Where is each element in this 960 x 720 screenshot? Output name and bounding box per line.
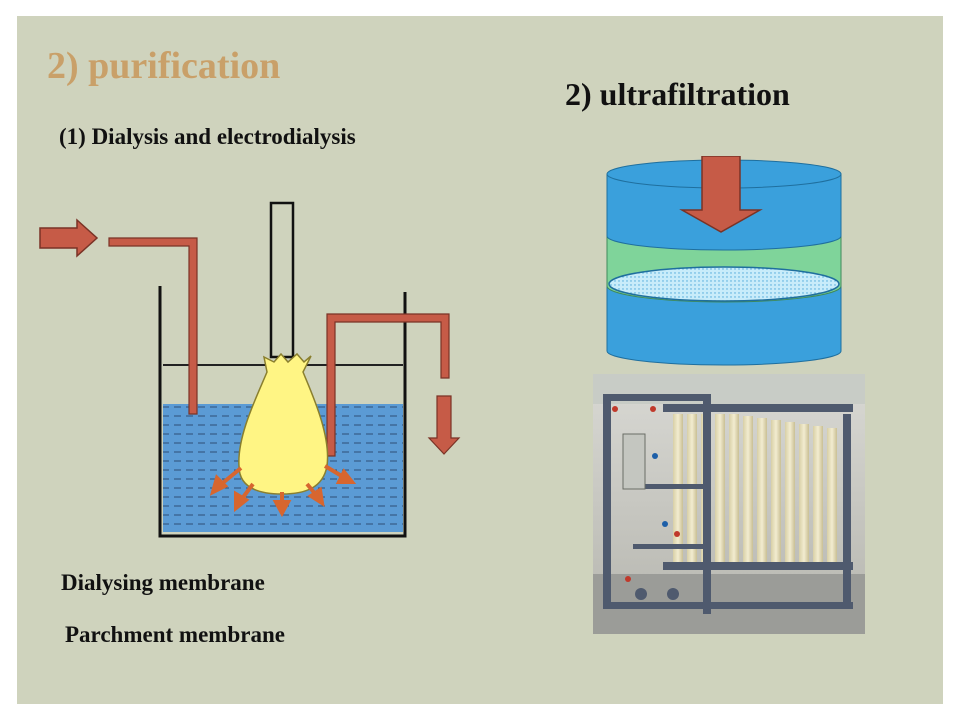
parchment-membrane-label: Parchment membrane	[65, 622, 285, 647]
ultrafiltration-title: 2) ultrafiltration	[565, 76, 790, 112]
glass-tube	[269, 201, 295, 359]
slide: 2) purification (1) Dialysis and electro…	[17, 16, 943, 704]
dialysis-subtitle: (1) Dialysis and electrodialysis	[59, 124, 356, 149]
inlet-arrow	[39, 218, 99, 258]
diffusion-arrows	[209, 464, 357, 518]
outlet-arrow	[427, 395, 461, 455]
dialysis-diagram	[39, 201, 461, 538]
equipment-photo	[593, 374, 865, 634]
ultrafiltration-diagram	[606, 156, 842, 366]
slide-title: 2) purification	[47, 45, 281, 87]
feed-arrow	[679, 156, 763, 233]
beaker	[158, 286, 407, 538]
inlet-pipe	[108, 237, 198, 415]
membrane-bag	[238, 352, 329, 495]
filter-disc	[608, 266, 840, 302]
outlet-pipe	[326, 313, 450, 457]
dialysing-membrane-label: Dialysing membrane	[61, 570, 265, 595]
